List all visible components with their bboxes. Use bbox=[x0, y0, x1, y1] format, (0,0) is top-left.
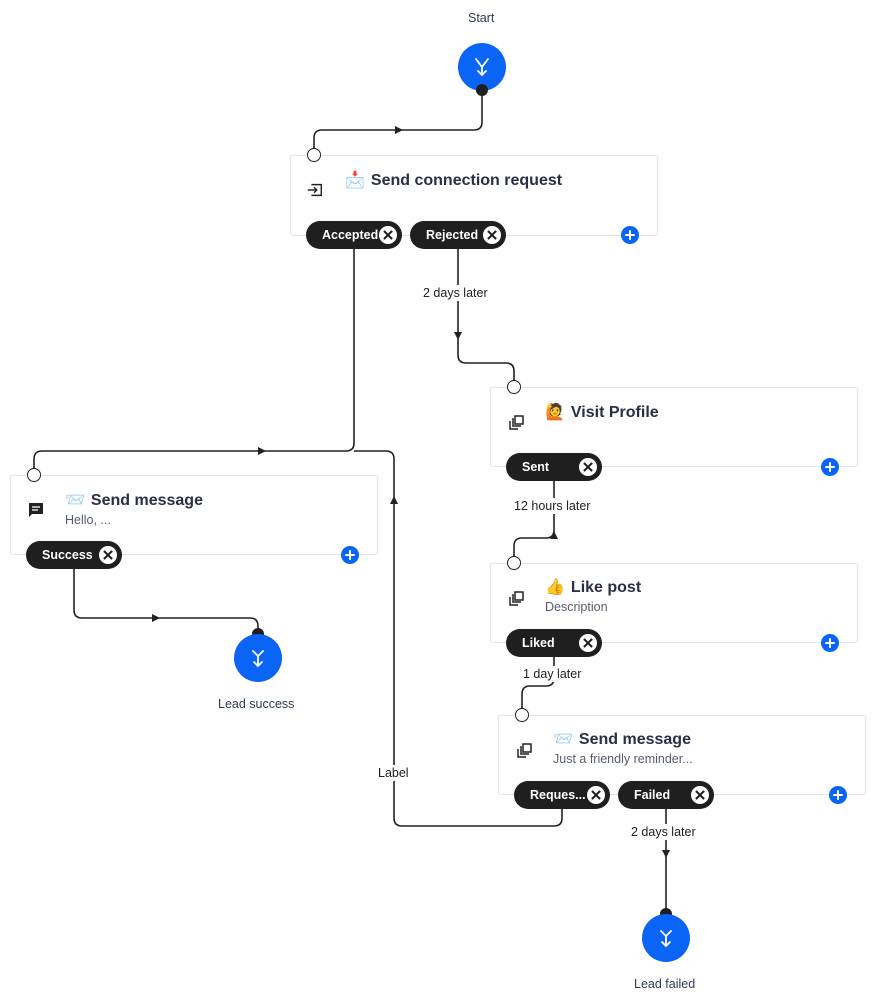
chat-bubble-icon bbox=[29, 503, 43, 517]
split-arrow-icon bbox=[660, 930, 672, 948]
close-icon bbox=[383, 230, 393, 240]
edge-arrow bbox=[550, 531, 558, 539]
edge-label-failed-delay: 2 days later bbox=[629, 824, 698, 840]
visit-input-handle[interactable] bbox=[507, 380, 521, 394]
start-output-handle[interactable] bbox=[476, 84, 488, 96]
remove-branch-button[interactable] bbox=[379, 226, 397, 244]
pill-accepted[interactable]: Accepted bbox=[306, 221, 402, 249]
edge-arrow bbox=[662, 850, 670, 858]
split-arrow-icon bbox=[252, 650, 264, 668]
message2-input-handle[interactable] bbox=[515, 708, 529, 722]
node-description: Just a friendly reminder... bbox=[553, 752, 693, 766]
edge-label-loop: Label bbox=[376, 765, 411, 781]
node-title-text: Visit Profile bbox=[570, 404, 659, 421]
incoming-envelope-icon: 📨 bbox=[553, 731, 573, 748]
node-title: 📩 Send connection request bbox=[345, 170, 562, 190]
add-branch-button[interactable] bbox=[821, 458, 839, 476]
edge-accepted-to-message1 bbox=[33, 249, 355, 475]
pill-failed[interactable]: Failed bbox=[618, 781, 714, 809]
add-branch-button[interactable] bbox=[821, 634, 839, 652]
pill-liked[interactable]: Liked bbox=[506, 629, 602, 657]
like-input-handle[interactable] bbox=[507, 556, 521, 570]
plus-icon bbox=[833, 790, 843, 800]
pill-label: Failed bbox=[634, 788, 671, 802]
edge-rejected-to-visit bbox=[457, 249, 515, 387]
close-icon bbox=[583, 462, 593, 472]
pill-requested[interactable]: Reques... bbox=[514, 781, 610, 809]
remove-branch-button[interactable] bbox=[691, 786, 709, 804]
remove-branch-button[interactable] bbox=[579, 458, 597, 476]
close-icon bbox=[591, 790, 601, 800]
raising-hand-icon: 🙋 bbox=[545, 404, 565, 421]
close-icon bbox=[583, 638, 593, 648]
node-title-text: Send message bbox=[90, 492, 203, 509]
remove-branch-button[interactable] bbox=[99, 546, 117, 564]
pill-sent[interactable]: Sent bbox=[506, 453, 602, 481]
close-icon bbox=[695, 790, 705, 800]
edge-liked-to-message2 bbox=[521, 656, 555, 715]
node-title-text: Send connection request bbox=[370, 172, 563, 189]
edge-arrow bbox=[395, 126, 403, 134]
lead-failed-node[interactable] bbox=[642, 914, 690, 962]
pill-label: Sent bbox=[522, 460, 550, 474]
node-title: 📨 Send message bbox=[553, 729, 691, 749]
incoming-envelope-icon: 📨 bbox=[65, 492, 85, 509]
remove-branch-button[interactable] bbox=[587, 786, 605, 804]
remove-branch-button[interactable] bbox=[483, 226, 501, 244]
edge-sent-to-like bbox=[513, 480, 555, 563]
remove-branch-button[interactable] bbox=[579, 634, 597, 652]
start-label: Start bbox=[468, 11, 495, 25]
pill-label: Success bbox=[42, 548, 93, 562]
message1-input-handle[interactable] bbox=[27, 468, 41, 482]
edge-arrow bbox=[390, 496, 398, 504]
edge-label-liked-delay: 1 day later bbox=[521, 666, 584, 682]
edge-arrow bbox=[454, 332, 462, 340]
merge-arrow-icon bbox=[475, 58, 489, 77]
plus-icon bbox=[825, 638, 835, 648]
start-node[interactable] bbox=[458, 43, 506, 91]
plus-icon bbox=[625, 230, 635, 240]
pill-label: Accepted bbox=[322, 228, 379, 242]
edge-label-sent-delay: 12 hours later bbox=[512, 498, 593, 514]
pill-success[interactable]: Success bbox=[26, 541, 122, 569]
close-icon bbox=[487, 230, 497, 240]
plus-icon bbox=[345, 550, 355, 560]
add-branch-button[interactable] bbox=[341, 546, 359, 564]
pill-rejected[interactable]: Rejected bbox=[410, 221, 506, 249]
add-branch-button[interactable] bbox=[829, 786, 847, 804]
node-title: 📨 Send message bbox=[65, 490, 203, 510]
pill-label: Reques... bbox=[530, 788, 586, 802]
login-arrow-icon bbox=[307, 183, 323, 197]
layers-icon bbox=[517, 743, 532, 758]
envelope-icon: 📩 bbox=[345, 172, 365, 189]
lead-success-node[interactable] bbox=[234, 634, 282, 682]
layers-icon bbox=[509, 591, 524, 606]
lead-success-label: Lead success bbox=[218, 697, 295, 711]
thumbs-up-icon: 👍 bbox=[545, 579, 565, 596]
edge-label-rejected-delay: 2 days later bbox=[421, 285, 490, 301]
edge-requested-to-message1 bbox=[354, 450, 563, 827]
node-title: 👍 Like post bbox=[545, 577, 641, 597]
layers-icon bbox=[509, 415, 524, 430]
pill-label: Liked bbox=[522, 636, 555, 650]
node-description: Description bbox=[545, 600, 608, 614]
node-description: Hello, ... bbox=[65, 513, 111, 527]
close-icon bbox=[103, 550, 113, 560]
edge-start-to-connect bbox=[313, 90, 483, 155]
add-branch-button[interactable] bbox=[621, 226, 639, 244]
node-title: 🙋 Visit Profile bbox=[545, 402, 659, 422]
edge-success-to-lead-success bbox=[73, 568, 259, 634]
edge-arrow bbox=[258, 447, 266, 455]
node-title-text: Like post bbox=[570, 579, 642, 596]
connect-input-handle[interactable] bbox=[307, 148, 321, 162]
pill-label: Rejected bbox=[426, 228, 479, 242]
edge-arrow bbox=[152, 614, 160, 622]
plus-icon bbox=[825, 462, 835, 472]
lead-failed-label: Lead failed bbox=[634, 977, 696, 991]
node-title-text: Send message bbox=[578, 731, 691, 748]
